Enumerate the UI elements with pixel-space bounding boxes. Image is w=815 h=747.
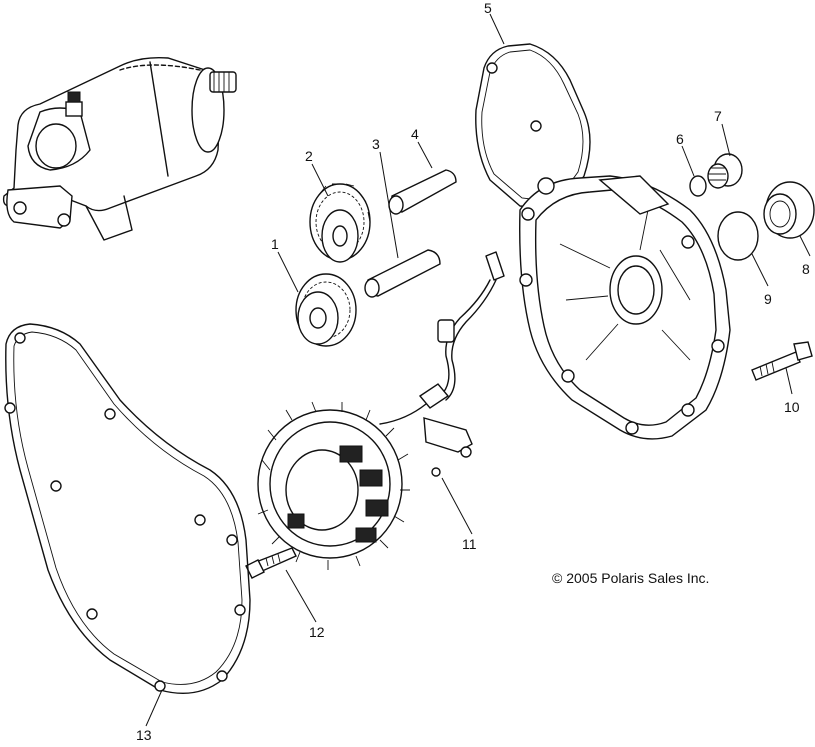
bolt-12 (245, 547, 297, 579)
callout-4: 4 (411, 126, 419, 142)
plug-7 (707, 153, 743, 189)
callout-9: 9 (764, 291, 772, 307)
callout-12: 12 (309, 624, 325, 640)
callout-5: 5 (484, 0, 492, 16)
bolt-10 (751, 341, 813, 381)
gear-2 (309, 183, 371, 263)
o-ring-9 (717, 211, 759, 261)
gear-1 (295, 273, 357, 347)
cap-8 (763, 181, 815, 239)
cover-gasket (475, 43, 591, 211)
callout-3: 3 (372, 136, 380, 152)
shaft-3 (364, 249, 441, 298)
o-ring-6 (689, 175, 707, 197)
callouts: 1 2 3 4 5 6 7 8 9 10 11 12 13 (136, 0, 810, 743)
callout-2: 2 (305, 148, 313, 164)
gasket-13 (4, 323, 251, 695)
callout-10: 10 (784, 399, 800, 415)
callout-11: 11 (462, 536, 477, 552)
leader-lines (145, 13, 811, 727)
stator-cover (519, 175, 731, 440)
callout-6: 6 (676, 131, 684, 147)
copyright-notice: © 2005 Polaris Sales Inc. (552, 570, 709, 586)
stator (257, 401, 410, 570)
callout-1: 1 (271, 236, 279, 252)
starter-motor (2, 56, 237, 241)
wire-harness (379, 251, 505, 477)
callout-8: 8 (802, 261, 810, 277)
shaft-4 (388, 169, 457, 215)
callout-13: 13 (136, 727, 152, 742)
callout-7: 7 (714, 108, 722, 124)
